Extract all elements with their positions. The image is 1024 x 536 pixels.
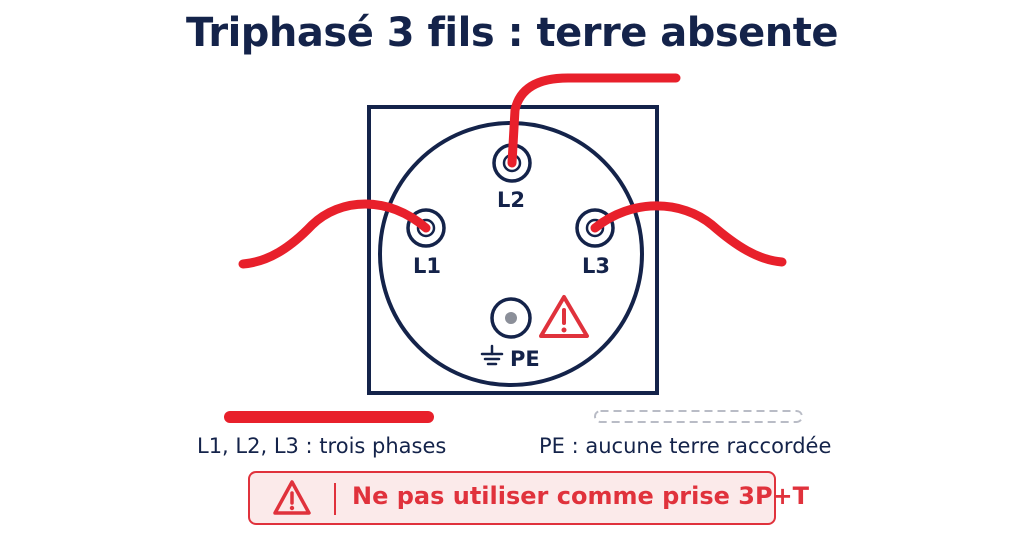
warning-banner: Ne pas utiliser comme prise 3P+T: [248, 471, 809, 525]
wire-l1: [238, 199, 431, 269]
warning-icon: [273, 480, 311, 515]
wire-l2: [507, 73, 681, 168]
legend-phases: L1, L2, L3 : trois phases: [197, 434, 447, 458]
diagram-title: Triphasé 3 fils : terre absente: [185, 10, 839, 56]
label-l1: L1: [413, 254, 441, 278]
label-l2: L2: [497, 188, 525, 212]
warning-divider: [334, 483, 336, 515]
warning-icon: [539, 295, 589, 338]
legend-pe: PE : aucune terre raccordée: [539, 434, 832, 458]
terminal-pe: [490, 297, 532, 339]
label-l3: L3: [582, 254, 610, 278]
ground-icon: [480, 344, 504, 366]
wire-l3: [590, 201, 787, 267]
legend-swatch-pe: [594, 410, 803, 423]
label-pe: PE: [510, 347, 540, 371]
warning-text: Ne pas utiliser comme prise 3P+T: [352, 482, 810, 510]
